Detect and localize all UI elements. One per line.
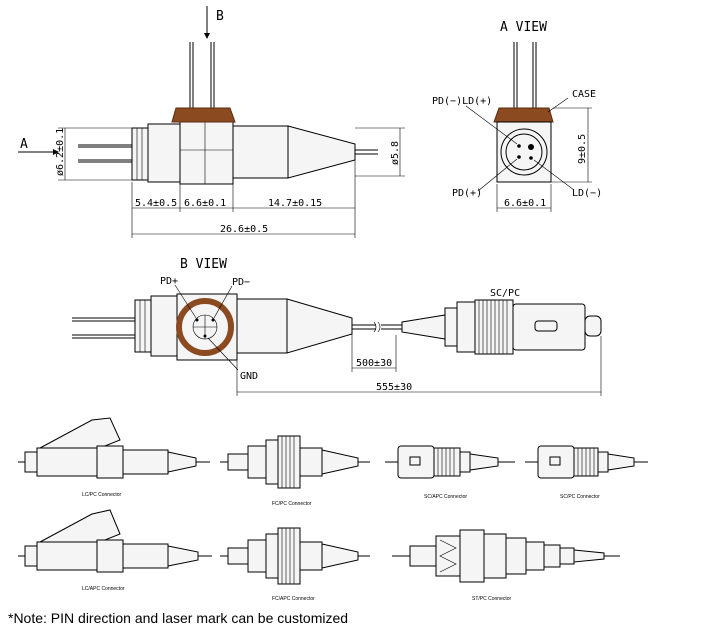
connector-sc-apc: SC/APC Connector [385, 445, 515, 500]
dim-seg3: 14.7±0.15 [268, 198, 322, 209]
connector-lc-apc: LC/APC Connector [18, 509, 212, 592]
dim-fiber2: 555±30 [376, 382, 412, 393]
b-view-ring [176, 298, 234, 356]
connector-lc-pc: LC/PC Connector [18, 417, 210, 498]
a-view-title: A VIEW [500, 20, 547, 35]
label-st-pc: ST/PC Connector [472, 596, 512, 602]
header-copper [171, 107, 236, 123]
b-view-title: B VIEW [180, 257, 227, 272]
a-view-height: 9±0.5 [577, 134, 588, 164]
view-a-letter: A [20, 137, 28, 152]
b-view-pd-minus: PD− [232, 277, 250, 288]
connector-sc-pc: SC/PC Connector [525, 445, 648, 500]
connector-fc-pc: FC/PC Connector [220, 435, 370, 507]
a-view-case: CASE [572, 89, 596, 100]
connector-fc-apc: FC/APC Connector [220, 527, 370, 602]
dim-dia-body: ø6.2±0.1 [55, 128, 66, 176]
sc-pc-threads [474, 299, 514, 355]
customization-note: *Note: PIN direction and laser mark can … [8, 610, 349, 626]
dim-seg1: 5.4±0.5 [135, 198, 177, 209]
b-view-gnd: GND [240, 371, 258, 382]
technical-drawing: A B ø6.2±0.1 [18, 6, 648, 602]
a-view-ld-minus: LD(−) [572, 188, 602, 199]
sc-pc-label: SC/PC [490, 288, 520, 299]
connector-st-pc: ST/PC Connector [392, 529, 620, 602]
label-fc-apc: FC/APC Connector [272, 596, 315, 602]
dim-total: 26.6±0.5 [220, 224, 268, 235]
view-b-letter: B [216, 9, 224, 24]
a-view: A VIEW PD(−)LD(+) CASE PD(+) LD(−) 6.6±0… [432, 20, 602, 212]
a-view-width: 6.6±0.1 [504, 198, 546, 209]
label-sc-pc: SC/PC Connector [560, 494, 600, 500]
label-sc-apc: SC/APC Connector [424, 494, 467, 500]
connector-gallery: LC/PC Connector FC/PC Connector [18, 417, 648, 602]
dim-dia-taper: ø5.8 [390, 141, 401, 165]
dim-fiber1: 500±30 [356, 358, 392, 369]
a-view-pd-ld: PD(−)LD(+) [432, 96, 492, 107]
a-view-pd-plus: PD(+) [452, 188, 482, 199]
b-view-pd-plus: PD+ [160, 276, 178, 287]
label-lc-apc: LC/APC Connector [82, 586, 125, 592]
label-lc-pc: LC/PC Connector [82, 492, 122, 498]
label-fc-pc: FC/PC Connector [272, 501, 312, 507]
dim-seg2: 6.6±0.1 [184, 198, 226, 209]
side-view: A B ø6.2±0.1 [18, 6, 405, 238]
b-view: B VIEW PD+ PD− GND SC/ [72, 257, 602, 396]
